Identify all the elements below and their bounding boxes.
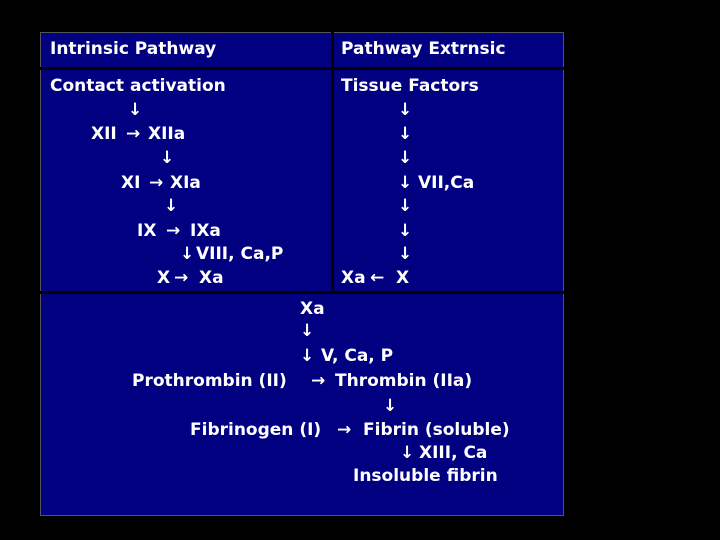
right-arrow-icon: → [311,371,326,391]
ixa-label: IXa [190,221,221,241]
right-arrow-icon: → [149,173,164,193]
intrinsic-start: Contact activation [50,76,226,96]
cofactor-v: V, Ca, P [321,346,394,366]
common-xa-label: Xa [300,299,325,319]
thrombin-label: Thrombin (IIa) [335,371,473,391]
column-divider [331,32,334,294]
intrinsic-header: Intrinsic Pathway [50,39,217,59]
xii-label: XII [91,124,117,144]
down-arrow-icon: ↓ [160,148,175,168]
prothrombin-label: Prothrombin (II) [132,371,287,391]
fibrin-soluble-label: Fibrin (soluble) [363,420,510,440]
intrinsic-cofactor: VIII, Ca,P [196,244,284,264]
down-arrow-icon: ↓ [128,100,143,120]
extrinsic-xa-label: Xa [341,268,366,288]
down-arrow-icon: ↓ [398,124,413,144]
xi-label: XI [121,173,141,193]
section-divider [40,291,564,294]
fibrinogen-label: Fibrinogen (I) [190,420,322,440]
right-arrow-icon: → [174,268,189,288]
down-arrow-icon: ↓ [164,196,179,216]
cofactor-xiii: XIII, Ca [419,443,488,463]
ix-label: IX [137,221,157,241]
down-arrow-icon: ↓ [398,100,413,120]
xia-label: XIa [170,173,201,193]
down-arrow-icon: ↓ [398,221,413,241]
xa-label: Xa [199,268,224,288]
down-arrow-icon: ↓ [300,321,315,341]
extrinsic-start: Tissue Factors [341,76,479,96]
right-arrow-icon: → [126,124,141,144]
down-arrow-icon: ↓ [398,148,413,168]
extrinsic-x-label: X [396,268,410,288]
coagulation-table [40,32,564,516]
extrinsic-cofactor: VII,Ca [418,173,475,193]
down-arrow-icon: ↓ [383,396,398,416]
right-arrow-icon: → [337,420,352,440]
down-arrow-icon: ↓ [300,346,315,366]
down-arrow-icon: ↓ [180,244,195,264]
right-arrow-icon: → [166,221,181,241]
header-divider [40,67,564,70]
xiia-label: XIIa [148,124,186,144]
down-arrow-icon: ↓ [400,443,415,463]
down-arrow-icon: ↓ [398,244,413,264]
left-arrow-icon: ← [370,268,385,288]
down-arrow-icon: ↓ [398,196,413,216]
extrinsic-header: Pathway Extrnsic [341,39,506,59]
down-arrow-icon: ↓ [398,173,413,193]
insoluble-fibrin-label: Insoluble fibrin [353,466,498,486]
x-label: X [157,268,171,288]
